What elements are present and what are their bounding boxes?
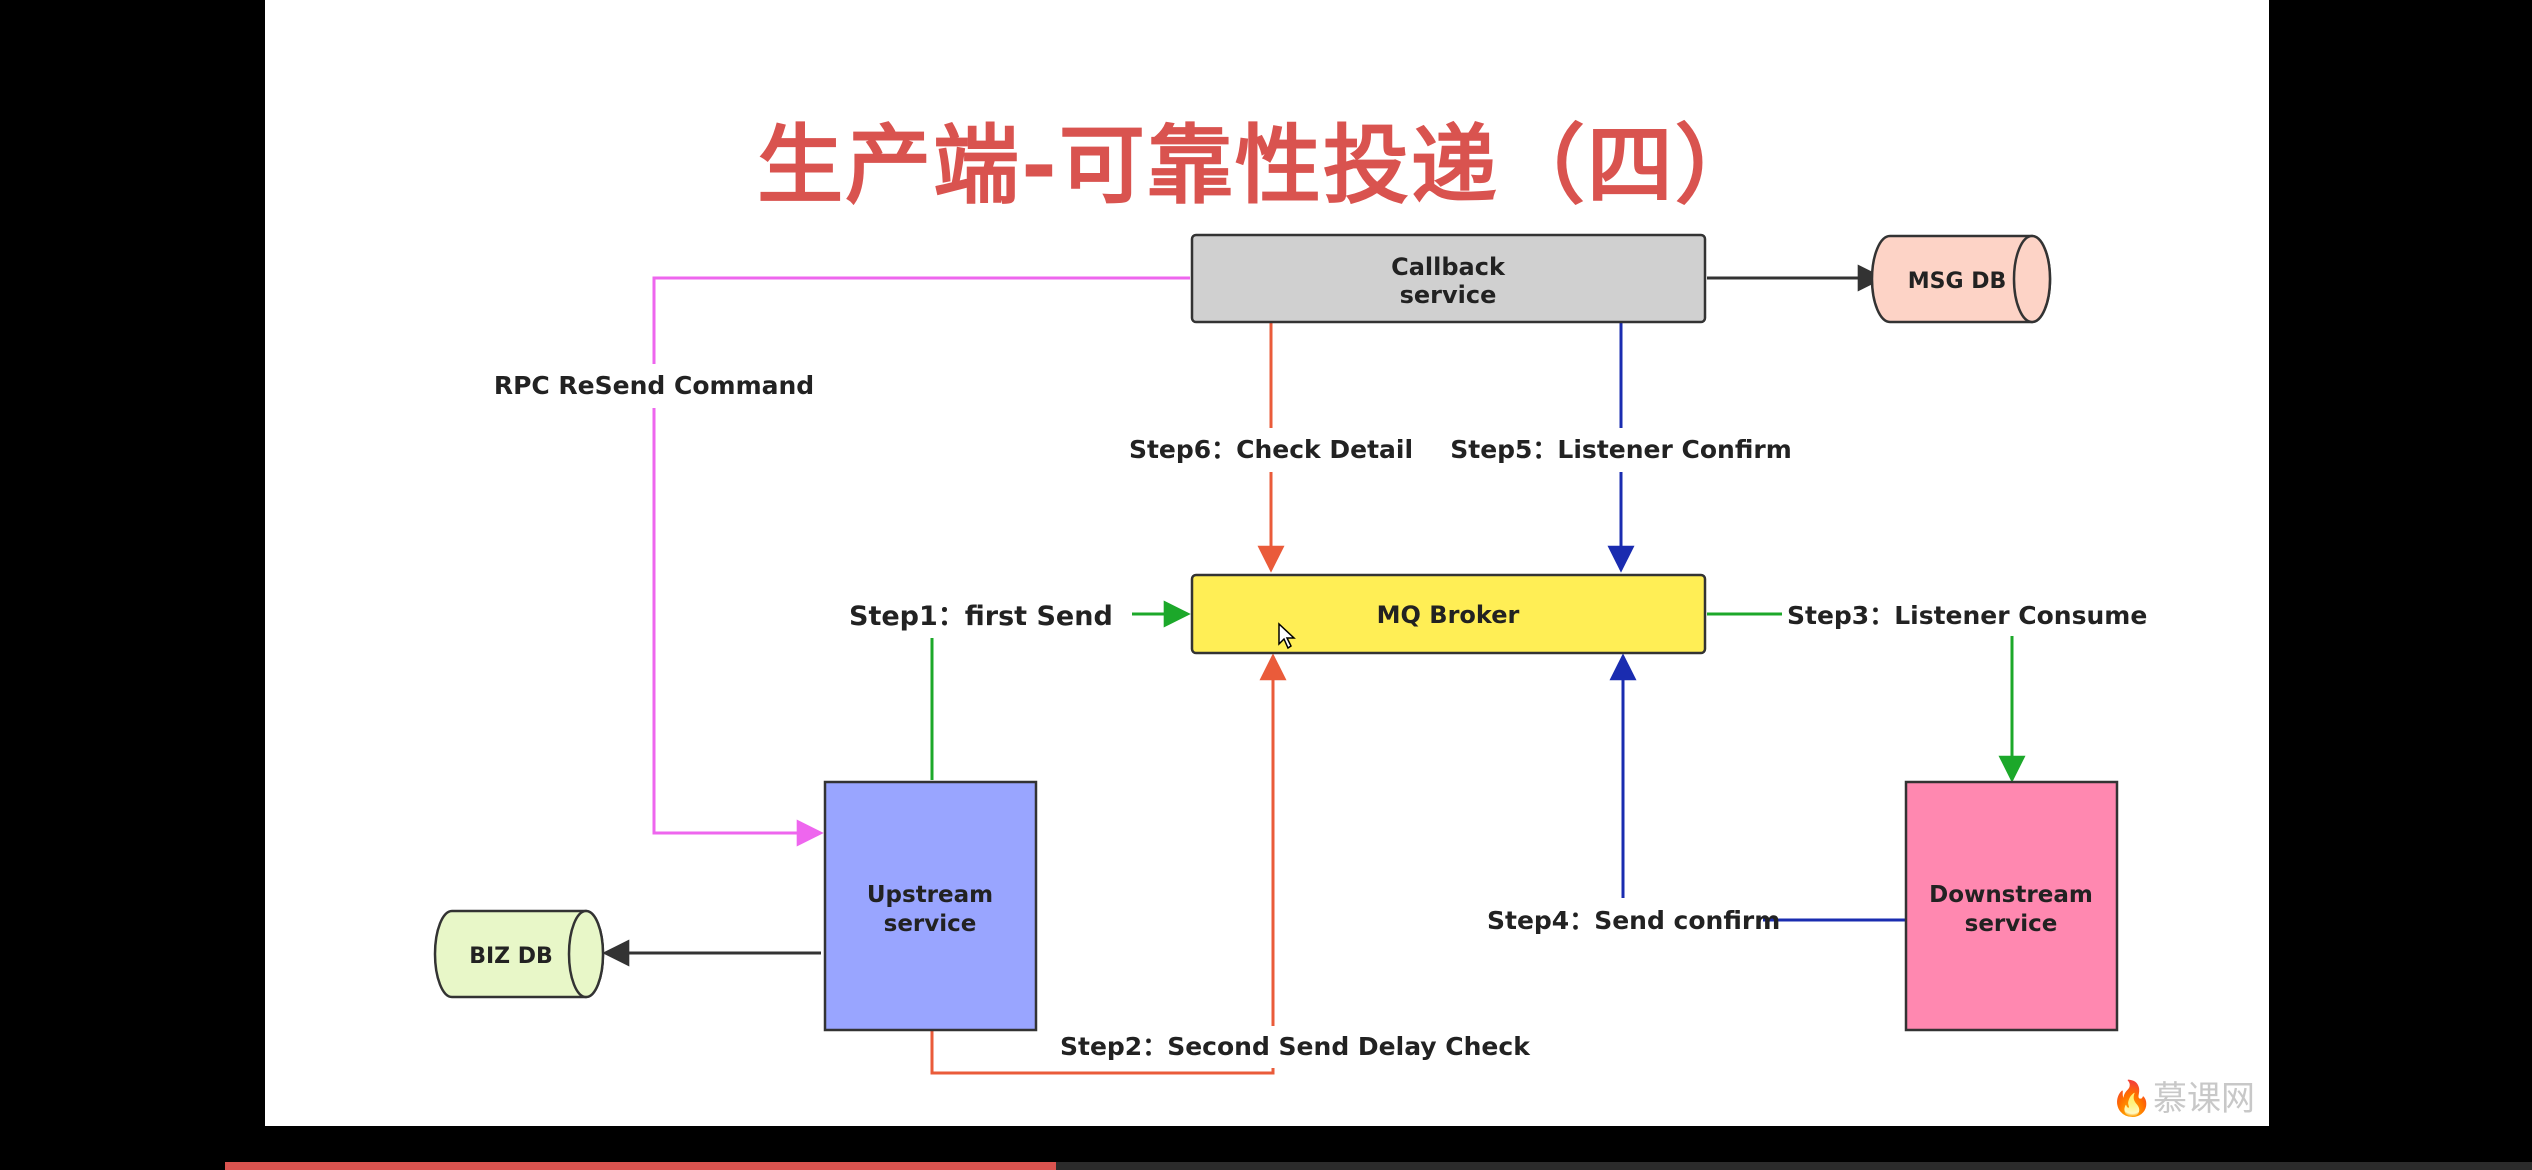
edge-step6: Step6：Check Detail <box>1129 322 1429 573</box>
edge-label-step4: Step4：Send confirm <box>1487 906 1780 935</box>
upstream-service-line2: service <box>884 911 977 937</box>
biz-db-node: BIZ DB <box>433 909 605 999</box>
watermark-text: 慕课网 <box>2153 1079 2255 1119</box>
video-progress-bar[interactable] <box>225 1162 2532 1170</box>
edge-step2: Step2：Second Send Delay Check <box>930 653 1531 1075</box>
edge-label-rpc-resend: RPC ReSend Command <box>494 371 814 400</box>
msg-db-label: MSG DB <box>1908 269 2006 294</box>
downstream-service-line1: Downstream <box>1929 882 2093 908</box>
upstream-service-box <box>823 780 1038 1032</box>
slide-title: 生产端-可靠性投递（四） <box>757 116 1763 216</box>
mq-broker-box <box>1190 573 1707 655</box>
mq-broker-node: MQ Broker <box>1190 573 1707 655</box>
callback-service-line1: Callback <box>1391 253 1506 281</box>
upstream-service-line1: Upstream <box>867 882 993 908</box>
video-progress-fill <box>225 1162 1056 1170</box>
edge-label-step6: Step6：Check Detail <box>1129 435 1413 464</box>
mouse-cursor-icon <box>1278 622 1296 650</box>
edge-step1: Step1：first Send <box>842 592 1191 780</box>
flow-diagram: RPC ReSend Command Step6：Check Detail St… <box>433 233 2147 1075</box>
downstream-service-box <box>1904 780 2119 1032</box>
watermark-logo: 🔥慕课网 <box>2111 1071 2255 1120</box>
mq-broker-label: MQ Broker <box>1377 601 1520 629</box>
edge-step3: Step3：Listener Consume <box>1707 592 2147 783</box>
biz-db-label: BIZ DB <box>469 944 553 969</box>
slide: 生产端-可靠性投递（四） RPC ReSend Command Step6：Ch… <box>265 0 2269 1126</box>
edge-label-step3: Step3：Listener Consume <box>1787 601 2147 630</box>
upstream-service-node: Upstream service <box>823 780 1038 1032</box>
edge-label-step5: Step5：Listener Confirm <box>1450 435 1792 464</box>
msg-db-node: MSG DB <box>1870 234 2052 324</box>
edge-step4: Step4：Send confirm <box>1483 653 1905 942</box>
downstream-service-line2: service <box>1965 911 2058 937</box>
flame-icon: 🔥 <box>2110 1079 2153 1119</box>
edge-label-step1: Step1：first Send <box>849 601 1113 632</box>
edge-label-step2: Step2：Second Send Delay Check <box>1060 1032 1531 1061</box>
callback-service-node: Callback service <box>1190 233 1707 324</box>
callback-service-box <box>1190 233 1707 324</box>
callback-service-line2: service <box>1400 281 1497 309</box>
downstream-service-node: Downstream service <box>1904 780 2119 1032</box>
edge-step5: Step5：Listener Confirm <box>1450 322 1792 573</box>
edge-rpc-resend: RPC ReSend Command <box>494 276 1190 847</box>
